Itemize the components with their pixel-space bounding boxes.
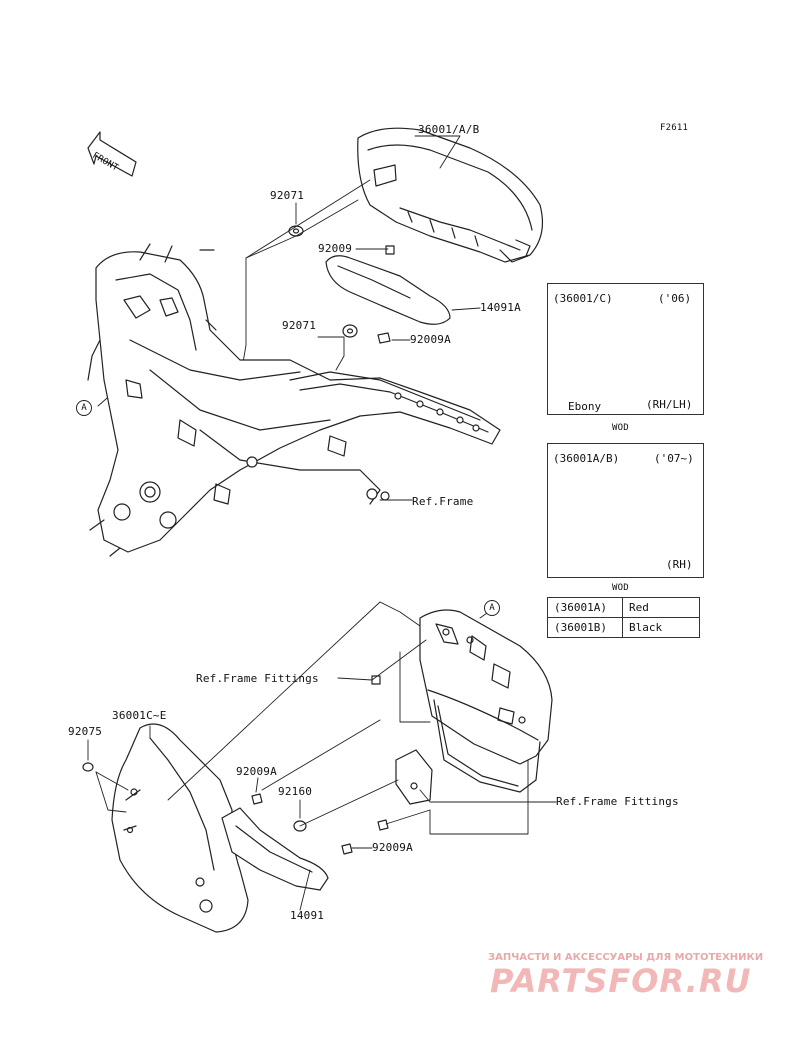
part-label-92071-mid: 92071 (282, 319, 317, 332)
part-label-14091a: 14091A (480, 301, 521, 314)
part-label-92009a-mid: 92009A (236, 765, 277, 778)
inset-bottom-part: (36001A/B) (553, 452, 620, 465)
inset-bottom-caption: WOD (612, 583, 629, 593)
watermark-logo: PARTSFOR.RU (490, 962, 752, 1000)
table-cell-part: (36001B) (547, 617, 623, 638)
callout-a-bottom: A (484, 600, 500, 616)
part-label-14091: 14091 (290, 909, 325, 922)
part-label-92160: 92160 (278, 785, 313, 798)
part-label-92009: 92009 (318, 242, 353, 255)
watermark-tagline: ЗАПЧАСТИ И АКСЕССУАРЫ ДЛЯ МОТОТЕХНИКИ (488, 952, 764, 963)
ref-frame-fittings-right-label: Ref.Frame Fittings (556, 795, 679, 808)
callout-a-top: A (76, 400, 92, 416)
ref-frame-fittings-left-label: Ref.Frame Fittings (196, 672, 319, 685)
side-cover-top-art (357, 127, 543, 263)
part-label-36001c-e: 36001C~E (112, 709, 167, 722)
table-cell-color: Red (622, 597, 700, 618)
inset-top-year: ('06) (658, 292, 692, 305)
inset-top-side: (RH/LH) (646, 398, 693, 411)
front-arrow-icon (87, 131, 137, 177)
part-label-92071-top: 92071 (270, 189, 305, 202)
leader-lines-bottom (87, 601, 557, 911)
inset-top-frame (547, 283, 704, 415)
inset-bottom-side: (RH) (666, 558, 693, 571)
inset-top-color: Ebony (568, 400, 602, 413)
battery-case-art (395, 609, 553, 805)
inset-top-caption: WOD (612, 423, 629, 433)
inner-cover-14091-art (221, 807, 329, 891)
motorcycle-frame-art (87, 243, 501, 557)
inset-bottom-frame (547, 443, 704, 578)
table-row: (36001A) Red (547, 597, 700, 618)
ref-frame-label: Ref.Frame (412, 495, 474, 508)
side-cover-bottom-art (111, 723, 249, 933)
table-cell-part: (36001A) (547, 597, 623, 618)
part-label-92009a-bottom: 92009A (372, 841, 413, 854)
figure-code: F2611 (660, 123, 689, 133)
color-code-table: (36001A) Red (36001B) Black (547, 597, 700, 638)
part-label-36001-a-b: 36001/A/B (418, 123, 480, 136)
part-label-92075: 92075 (68, 725, 103, 738)
part-label-92009a-top: 92009A (410, 333, 451, 346)
table-cell-color: Black (622, 617, 700, 638)
inner-cover-14091a-art (325, 255, 451, 325)
inset-top-part: (36001/C) (553, 292, 613, 305)
inset-bottom-year: ('07~) (654, 452, 694, 465)
table-row: (36001B) Black (547, 617, 700, 638)
